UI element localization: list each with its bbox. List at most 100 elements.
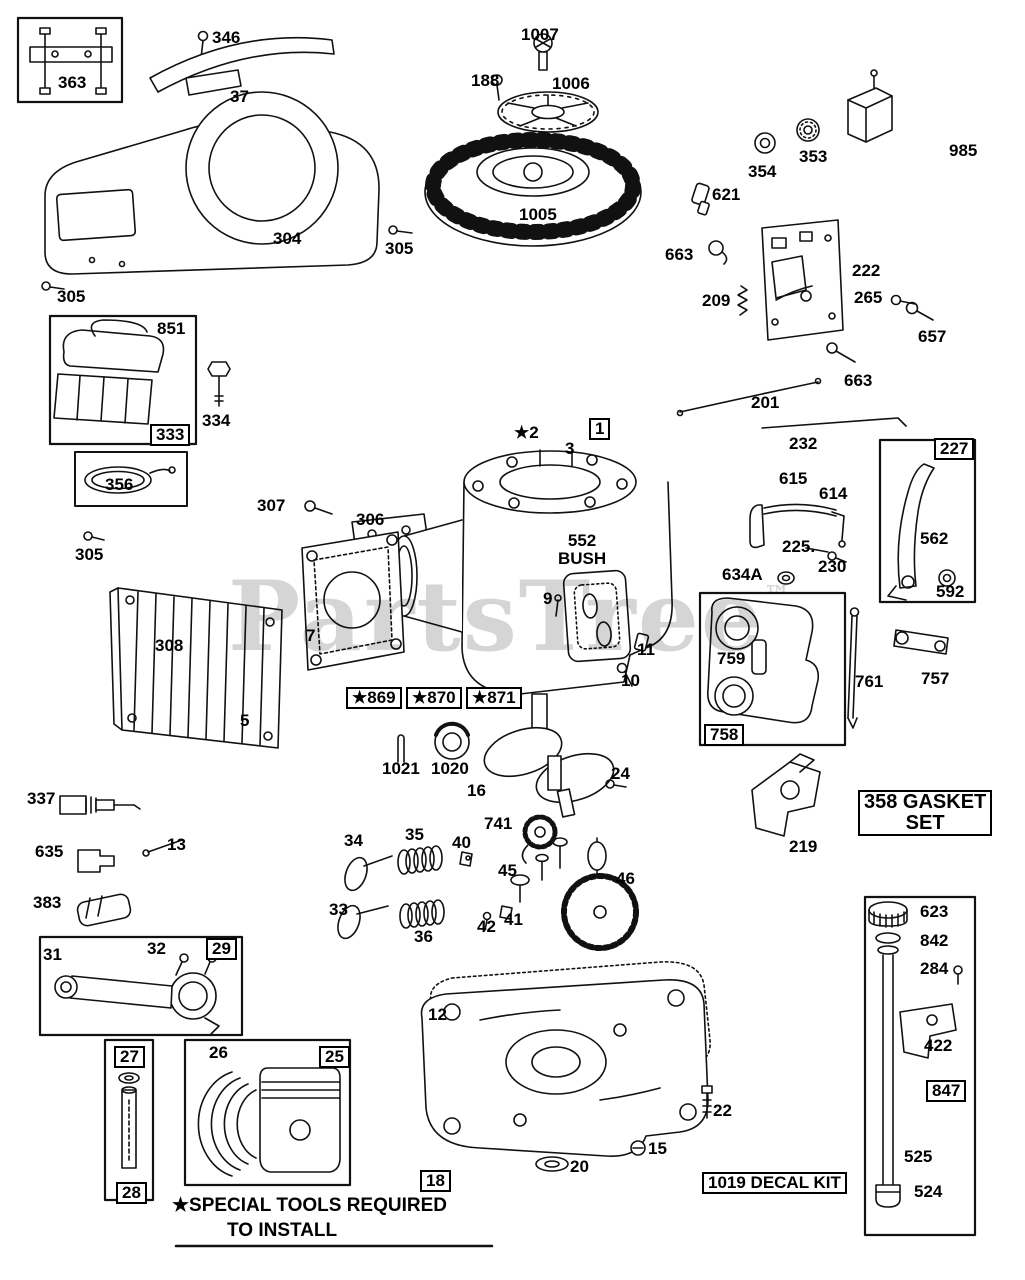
pin-42-drawing <box>482 911 492 931</box>
armature-box-333-drawing <box>48 314 198 446</box>
part-label-18: 18 <box>420 1170 451 1193</box>
special-tools-note-line1: ★SPECIAL TOOLS REQUIRED <box>172 1195 447 1216</box>
pin-13-drawing <box>142 839 183 857</box>
part-label-363: 363 <box>58 73 87 92</box>
part-label-10: 10 <box>621 671 640 690</box>
part-label-9: 9 <box>543 589 553 608</box>
key-1021-drawing <box>397 734 405 763</box>
part-label-869: ★869 <box>346 687 402 710</box>
part-label-46: 46 <box>616 869 635 888</box>
part-label-346: 346 <box>212 28 241 47</box>
plug-383-drawing <box>76 893 132 927</box>
screen-bolt-1007-drawing <box>533 33 553 71</box>
terminal-621-drawing <box>691 182 710 216</box>
part-label-634a: 634A <box>722 565 763 584</box>
oil-sump-12-drawing <box>420 979 709 1157</box>
part-label-40: 40 <box>452 833 471 852</box>
part-label-306: 306 <box>356 510 385 529</box>
gasket-set-callout: 358 GASKET SET <box>858 790 993 837</box>
screw-334-drawing <box>207 361 231 407</box>
part-label-222: 222 <box>852 261 881 280</box>
spring-209-drawing <box>737 285 748 316</box>
camshaft-46-drawing <box>535 837 639 951</box>
part-label-11: 11 <box>637 640 655 659</box>
part-label-284: 284 <box>920 959 949 978</box>
washer-634a-drawing <box>777 571 795 585</box>
part-label-333: 333 <box>150 424 191 447</box>
part-label-562: 562 <box>920 529 949 548</box>
washer-20-drawing <box>535 1156 569 1172</box>
part-label-201: 201 <box>751 393 780 412</box>
part-label-354: 354 <box>748 162 777 181</box>
part-label-33: 33 <box>329 900 348 919</box>
part-label-265: 265 <box>854 288 883 307</box>
part-label-1020: 1020 <box>431 759 469 778</box>
part-label-188: 188 <box>471 71 500 90</box>
part-label-31: 31 <box>43 945 62 964</box>
screw-10-drawing <box>616 662 633 687</box>
shaft-761-drawing <box>847 607 860 729</box>
valve-34-drawing <box>344 855 393 892</box>
part-label-592: 592 <box>936 582 965 601</box>
crankshaft-16-drawing <box>483 693 615 818</box>
retainer-40-drawing <box>459 851 473 867</box>
part-label-847: 847 <box>926 1080 967 1103</box>
remote-control-drawing <box>749 503 847 563</box>
connecting-rod-box-29-drawing <box>38 935 244 1037</box>
part-label-36: 36 <box>414 927 433 946</box>
bearing-1020-drawing <box>434 721 470 760</box>
part-label-28: 28 <box>116 1182 147 1205</box>
part-label-32: 32 <box>147 939 166 958</box>
part-label-337: 337 <box>27 789 56 808</box>
cylinder-head-5-drawing <box>117 587 283 749</box>
part-label-1021: 1021 <box>382 759 420 778</box>
valve-33-drawing <box>337 904 389 940</box>
control-bracket-222-drawing <box>761 219 844 341</box>
part-label-45: 45 <box>498 861 517 880</box>
part-label-663: 663 <box>844 371 873 390</box>
part-label-758: 758 <box>704 724 745 747</box>
part-label-525: 525 <box>904 1147 933 1166</box>
part-label-12: 12 <box>428 1005 447 1024</box>
part-label-3: 3 <box>565 439 575 458</box>
part-label-552-bush: 552 BUSH <box>558 531 607 569</box>
part-label-225: 225. <box>782 537 816 556</box>
part-label-304: 304 <box>273 229 302 248</box>
part-label-614: 614 <box>819 484 848 503</box>
part-label-27: 27 <box>114 1046 145 1069</box>
part-label-985: 985 <box>949 141 978 160</box>
part-label-307: 307 <box>257 496 286 515</box>
part-label-219: 219 <box>789 837 818 856</box>
part-label-741: 741 <box>484 814 513 833</box>
spark-plug-337-drawing <box>59 795 141 815</box>
part-label-41: 41 <box>504 910 523 929</box>
part-label-305: 305 <box>385 239 414 258</box>
part-label-308: 308 <box>155 636 184 655</box>
screw-15-drawing <box>630 1140 646 1156</box>
washer-354-drawing <box>754 132 776 154</box>
watermark-tm: ™ <box>763 581 790 611</box>
governor-link-201-drawing <box>676 377 822 417</box>
breather-tube-635-drawing <box>77 849 115 873</box>
part-label-334: 334 <box>202 411 231 430</box>
governor-crank-box-758-drawing <box>698 591 847 747</box>
lever-757-drawing <box>893 629 949 655</box>
part-label-356: 356 <box>105 475 134 494</box>
part-label-757: 757 <box>921 669 950 688</box>
dipstick-box-847-drawing <box>863 895 977 1237</box>
part-label-871: ★871 <box>466 687 522 710</box>
decal-kit-callout: 1019 DECAL KIT <box>702 1172 847 1195</box>
part-label-759: 759 <box>717 649 746 668</box>
rotating-screen-1006-drawing <box>497 91 599 133</box>
part-label-663: 663 <box>665 245 694 264</box>
head-plate-308-drawing <box>109 587 123 731</box>
part-label-305: 305 <box>57 287 86 306</box>
screw-188-drawing <box>491 74 503 101</box>
part-label-42: 42 <box>477 917 496 936</box>
stud-9-drawing <box>554 594 562 617</box>
part-label-209: 209 <box>702 291 731 310</box>
part-label-524: 524 <box>914 1182 943 1201</box>
part-label-623: 623 <box>920 902 949 921</box>
part-label-842: 842 <box>920 931 949 950</box>
